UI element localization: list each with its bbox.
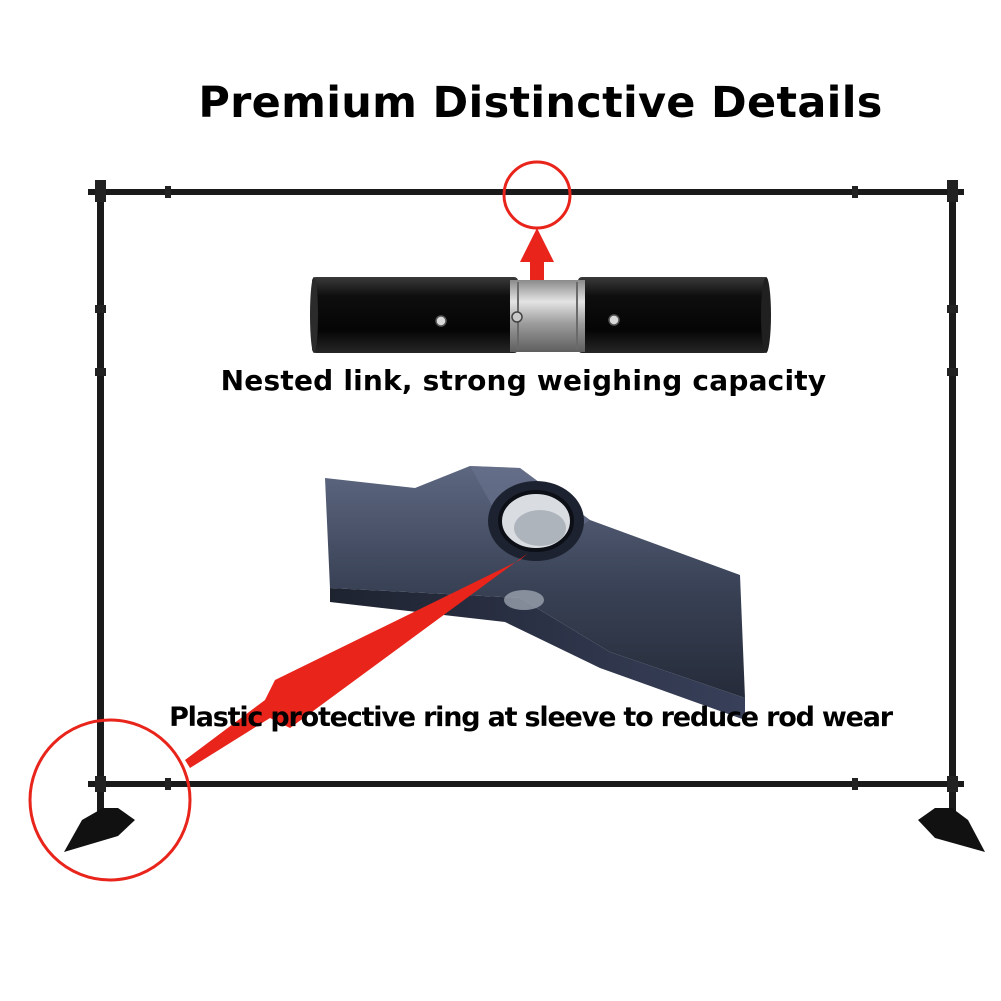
bottom-crossbar	[88, 781, 964, 787]
up-arrow-icon	[520, 228, 554, 290]
left-foot	[64, 808, 135, 852]
diagonal-arrow-icon	[185, 553, 528, 768]
right-upright	[949, 182, 956, 822]
protective-ring-caption: Plastic protective ring at sleeve to red…	[169, 702, 893, 733]
page-title: Premium Distinctive Details	[198, 78, 883, 128]
top-crossbar	[88, 189, 964, 195]
protective-ring-photo	[325, 466, 745, 720]
right-foot	[918, 808, 985, 852]
stand-frame	[64, 180, 985, 852]
nested-link-caption: Nested link, strong weighing capacity	[220, 364, 827, 397]
nested-link-photo	[310, 277, 771, 353]
foot-joint-highlight-circle	[28, 718, 192, 882]
left-upright	[97, 182, 104, 822]
frame-joints	[95, 180, 958, 792]
